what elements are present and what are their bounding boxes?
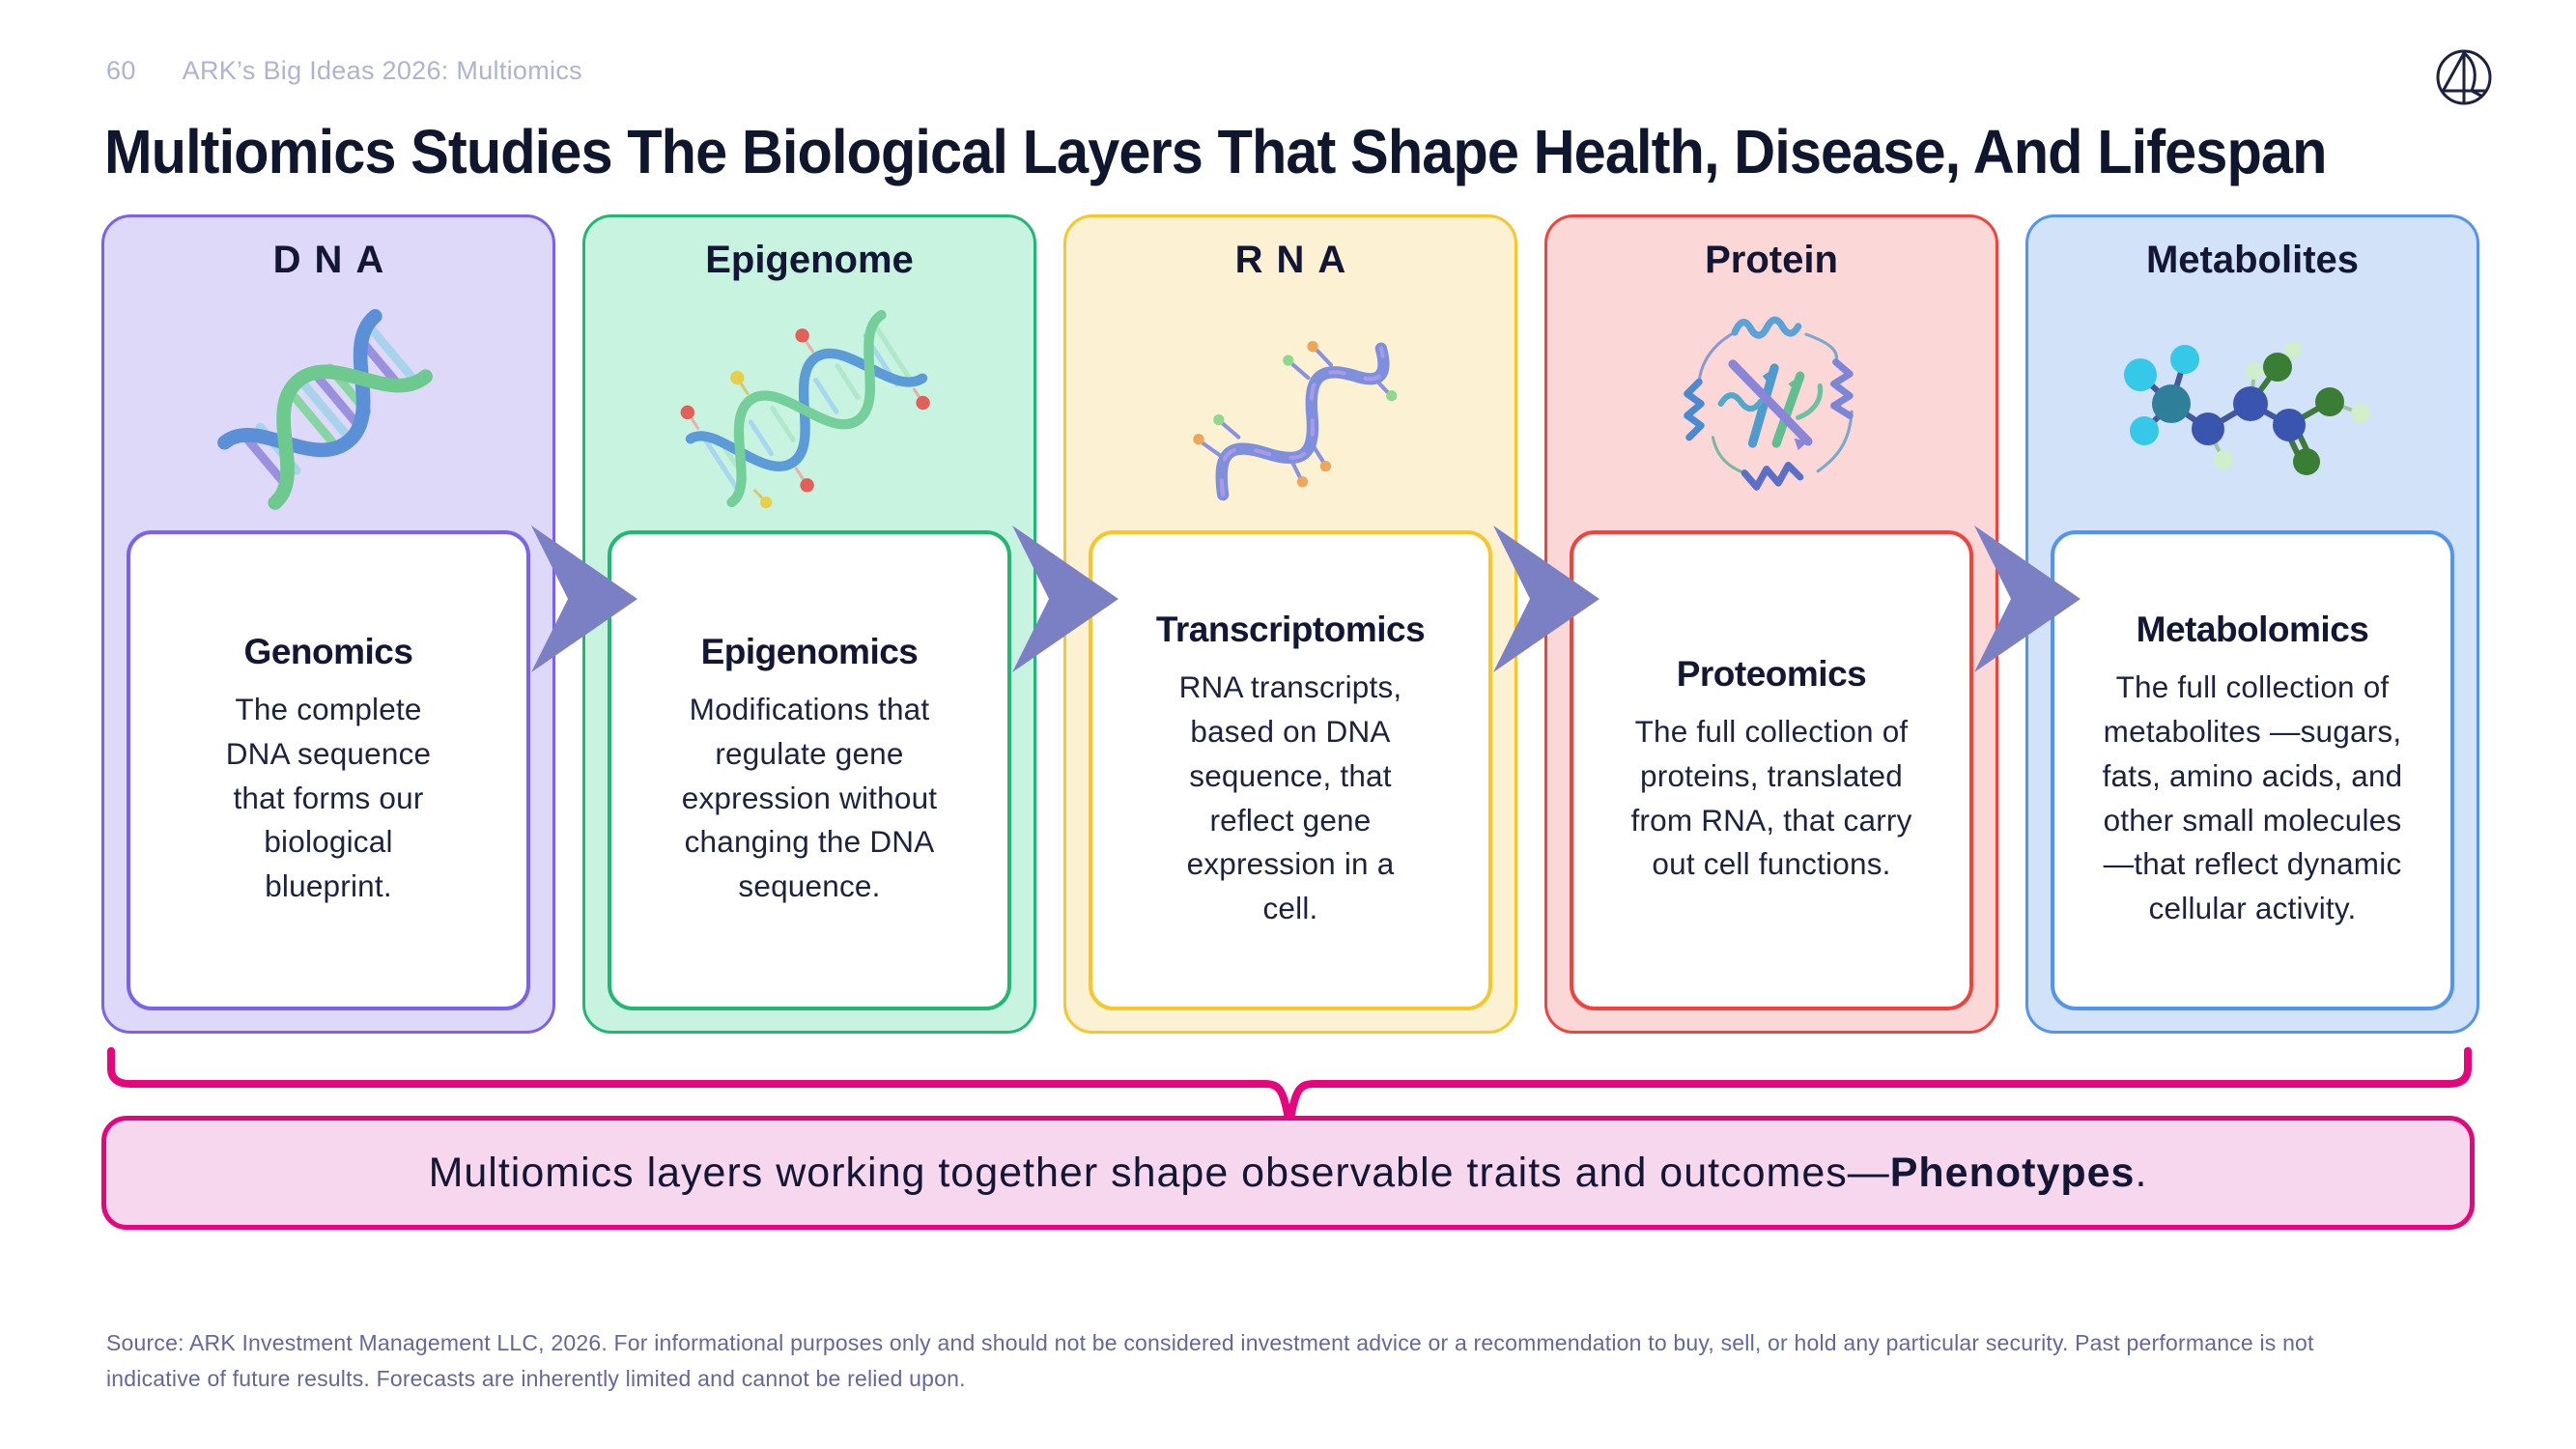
flow-arrow-icon <box>1493 526 1599 672</box>
omics-title: Metabolomics <box>2136 609 2369 649</box>
flow-arrow-icon <box>1974 526 2081 672</box>
phenotypes-banner: Multiomics layers working together shape… <box>101 1116 2475 1230</box>
layer-title: DNA <box>272 239 398 281</box>
omics-description: Modifications that regulate gene express… <box>681 691 938 904</box>
layer-card-epigenome: Epigenome <box>582 214 1036 1034</box>
layer-title: Epigenome <box>705 239 914 281</box>
epigenome-helix-icon <box>585 282 1033 530</box>
page-title: Multiomics Studies The Biological Layers… <box>104 117 2327 186</box>
layer-title: RNA <box>1234 239 1360 281</box>
rna-strand-icon <box>1066 282 1514 530</box>
layer-title: Metabolites <box>2145 239 2360 281</box>
flow-arrow-icon <box>531 526 637 672</box>
omics-description: The full collection of proteins, transla… <box>1630 713 1912 882</box>
flow-arrow-icon <box>1012 526 1118 672</box>
omics-card: Epigenomics Modifications that regulate … <box>608 530 1011 1010</box>
omics-title: Proteomics <box>1676 653 1867 694</box>
source-disclaimer: Source: ARK Investment Management LLC, 2… <box>106 1325 2482 1398</box>
protein-ribbon-icon <box>1547 282 1996 530</box>
molecule-icon <box>2028 282 2477 530</box>
omics-card: Genomics The complete DNA sequence that … <box>127 530 530 1010</box>
layer-card-dna: DNA <box>101 214 555 1034</box>
omics-description: The full collection of metabolites —suga… <box>2102 668 2403 926</box>
omics-card: Metabolomics The full collection of meta… <box>2051 530 2454 1010</box>
omics-card: Proteomics The full collection of protei… <box>1570 530 1973 1010</box>
header: 60 ARK’s Big Ideas 2026: Multiomics <box>106 56 582 86</box>
page-number: 60 <box>106 56 136 85</box>
layer-card-rna: RNA <box>1063 214 1517 1034</box>
header-title: ARK’s Big Ideas 2026: Multiomics <box>182 56 582 85</box>
omics-title: Transcriptomics <box>1155 609 1426 649</box>
omics-description: RNA transcripts, based on DNA sequence, … <box>1178 668 1402 926</box>
layers-row: DNA <box>101 214 2479 1034</box>
dna-helix-icon <box>104 282 552 530</box>
omics-title: Genomics <box>243 631 413 671</box>
omics-description: The complete DNA sequence that forms our… <box>225 691 432 904</box>
omics-card: Transcriptomics RNA transcripts, based o… <box>1089 530 1492 1010</box>
ark-logo-icon <box>2433 46 2495 108</box>
layer-card-protein: Protein <box>1544 214 1998 1034</box>
source-line: Source: ARK Investment Management LLC, 2… <box>106 1330 2314 1355</box>
omics-title: Epigenomics <box>700 631 919 671</box>
banner-text: Multiomics layers working together shape… <box>428 1149 2148 1196</box>
layer-card-metabolites: Metabolites <box>2025 214 2479 1034</box>
layer-title: Protein <box>1705 239 1838 281</box>
source-line: indicative of future results. Forecasts … <box>106 1366 966 1392</box>
